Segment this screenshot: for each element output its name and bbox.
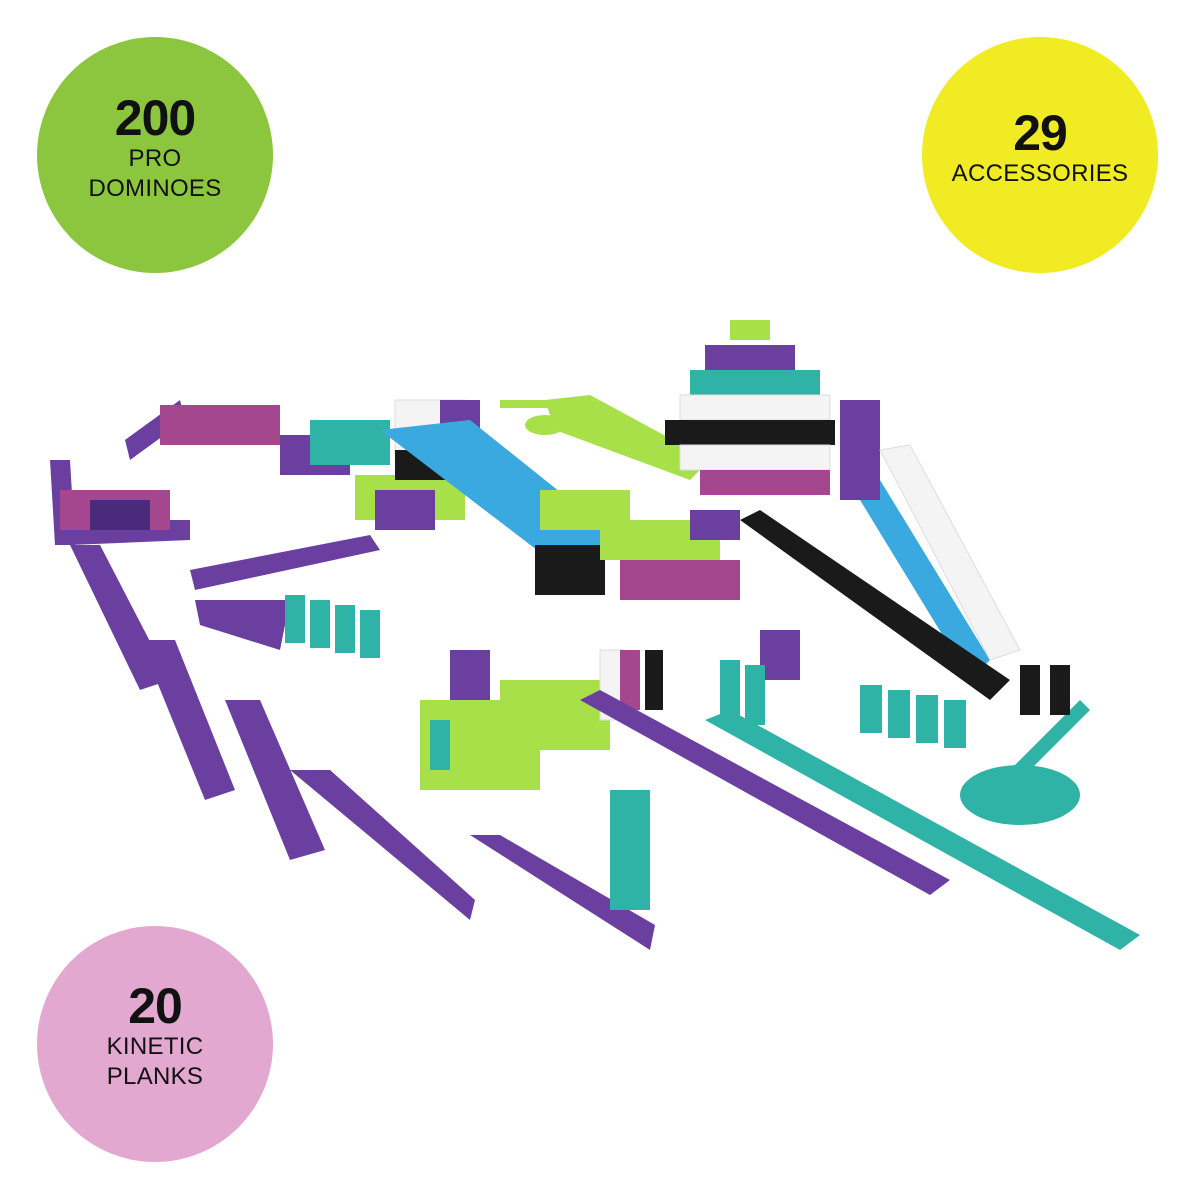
left-bridge	[190, 535, 380, 650]
badge-label: PRO	[128, 145, 182, 172]
badge-number: 20	[128, 978, 183, 1034]
teal-comb-track	[705, 710, 1140, 950]
badge-number: 29	[1013, 105, 1068, 161]
white-domino-column	[879, 444, 1021, 661]
teal-domino-group	[285, 595, 380, 658]
lime-stand	[500, 400, 580, 435]
pro-dominoes-badge: 200 PRO DOMINOES	[37, 37, 273, 273]
upper-left-dominoes	[60, 400, 350, 530]
center-mixed-row	[600, 510, 800, 680]
black-domino-row	[535, 510, 1010, 700]
purple-plank-chain	[50, 460, 655, 950]
black-dominoes-right	[1020, 665, 1070, 715]
badge-number: 200	[114, 90, 196, 146]
domino-pyramid	[665, 320, 880, 500]
accessories-badge: 29 ACCESSORIES	[922, 37, 1158, 273]
kinetic-planks-badge: 20 KINETIC PLANKS	[37, 926, 273, 1162]
purple-comb-track	[580, 690, 950, 895]
badge-label: DOMINOES	[88, 175, 222, 202]
badge-label: PLANKS	[106, 1063, 204, 1090]
badge-label: ACCESSORIES	[951, 160, 1129, 187]
badge-label: KINETIC	[106, 1033, 204, 1060]
lime-domino-cluster	[420, 649, 663, 910]
right-teal-dominoes	[720, 660, 1090, 825]
